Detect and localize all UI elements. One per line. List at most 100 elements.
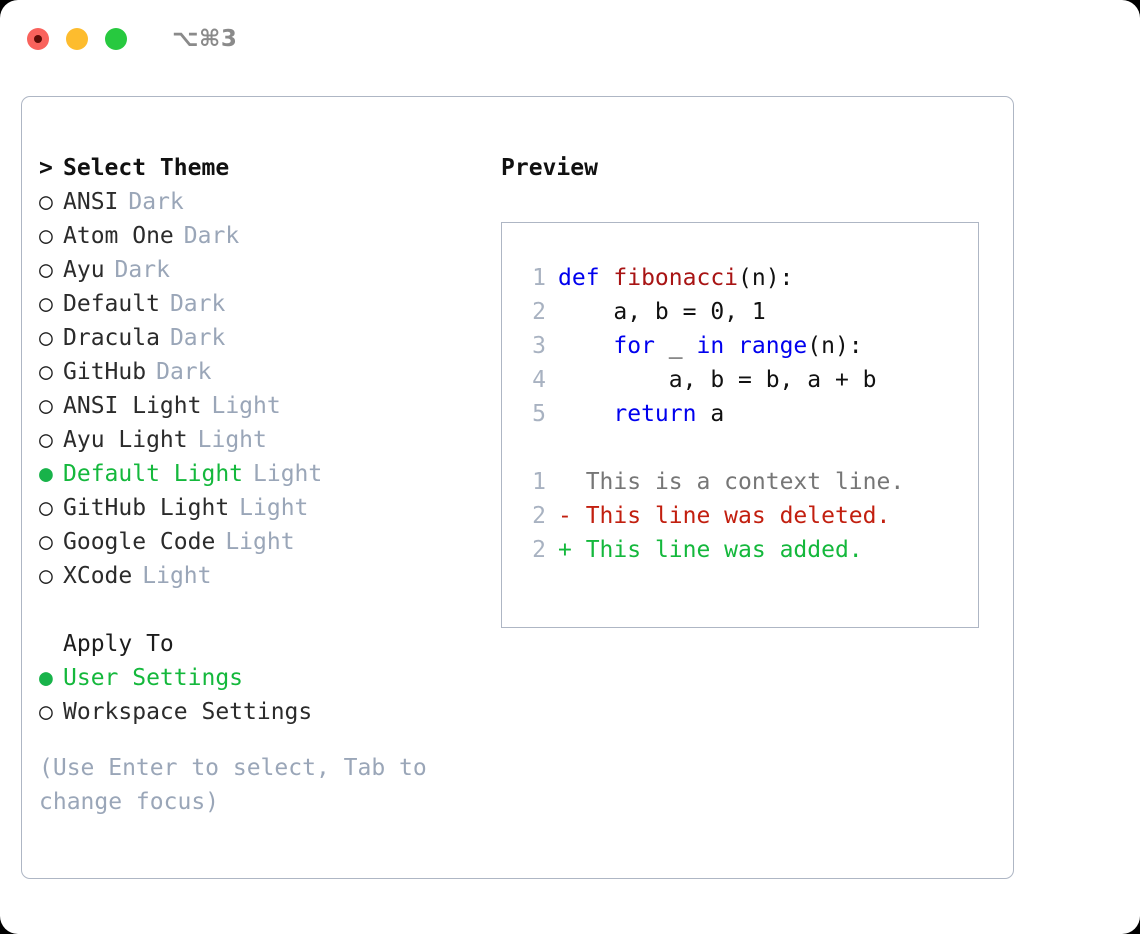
code-line-number: 2: [532, 299, 546, 325]
theme-variant-label: Light: [253, 461, 323, 487]
code-token-plain: a, b = 0, 1: [558, 299, 766, 325]
code-token-function: fibonacci: [613, 265, 739, 291]
radio-unselected-icon: ○: [39, 495, 53, 521]
theme-name-label: Dracula: [63, 325, 160, 351]
diff-line-text: This is a context line.: [571, 469, 905, 495]
code-token-plain: (n):: [807, 333, 863, 359]
apply-to-header: Apply To: [39, 627, 489, 661]
theme-variant-label: Light: [197, 427, 267, 453]
diff-line-number: 1: [532, 469, 546, 495]
theme-name-label: Atom One: [63, 223, 174, 249]
theme-name-label: Ayu: [63, 257, 105, 283]
code-line: 3 for _ in range(n):: [516, 329, 978, 363]
theme-name-label: GitHub Light: [63, 495, 230, 521]
window-controls: [27, 28, 127, 50]
diff-line-text: This line was deleted.: [571, 503, 891, 529]
theme-variant-label: Dark: [114, 257, 170, 283]
diff-line: 2- This line was deleted.: [516, 499, 978, 533]
code-line-number: 3: [532, 333, 546, 359]
code-token-plain: _: [654, 333, 697, 359]
code-token-plain: a, b = b, a + b: [558, 367, 877, 393]
preview-title: Preview: [501, 155, 598, 181]
theme-list-item[interactable]: ○ Ayu Dark: [39, 253, 489, 287]
code-line-content: a, b = b, a + b: [558, 363, 877, 397]
diff-marker: -: [558, 503, 572, 529]
diff-line-number: 2: [532, 503, 546, 529]
code-line-content: def fibonacci(n):: [558, 261, 793, 295]
theme-name-label: ANSI: [63, 189, 119, 215]
code-line-content: for _ in range(n):: [558, 329, 863, 363]
code-token-keyword: return: [613, 401, 697, 427]
theme-name-label: XCode: [63, 563, 133, 589]
code-token-plain: a: [696, 401, 725, 427]
theme-name-label: Ayu Light: [63, 427, 188, 453]
theme-list-item[interactable]: ○ GitHub Light Light: [39, 491, 489, 525]
radio-unselected-icon: ○: [39, 291, 53, 317]
code-token-plain: [558, 333, 613, 359]
code-line: 2 a, b = 0, 1: [516, 295, 978, 329]
code-token-keyword: in range: [696, 333, 808, 359]
code-token-plain: [558, 401, 613, 427]
theme-name-label: GitHub: [63, 359, 147, 385]
theme-variant-label: Dark: [169, 325, 226, 351]
theme-variant-label: Light: [211, 393, 281, 419]
close-button-icon[interactable]: [27, 28, 49, 50]
radio-unselected-icon: ○: [39, 359, 53, 385]
theme-name-label: Google Code: [63, 529, 216, 555]
theme-variant-label: Light: [142, 563, 212, 589]
apply-to-item-label: User Settings: [63, 665, 244, 691]
code-token-plain: (n):: [738, 265, 794, 291]
radio-unselected-icon: ○: [39, 563, 53, 589]
radio-unselected-icon: ○: [39, 257, 53, 283]
theme-list-item[interactable]: ○ Dracula Dark: [39, 321, 489, 355]
theme-list-item[interactable]: ○ XCode Light: [39, 559, 489, 593]
theme-variant-label: Dark: [183, 223, 240, 249]
theme-name-label: Default Light: [63, 461, 244, 487]
radio-unselected-icon: ○: [39, 427, 53, 453]
code-diff-gap: [516, 431, 978, 465]
code-line-content: a, b = 0, 1: [558, 295, 766, 329]
apply-to-item[interactable]: ○ Workspace Settings: [39, 695, 489, 729]
radio-unselected-icon: ○: [39, 393, 53, 419]
code-line: 4 a, b = b, a + b: [516, 363, 978, 397]
apply-to-list: ● User Settings ○ Workspace Settings: [39, 661, 489, 729]
theme-variant-label: Light: [239, 495, 309, 521]
theme-list-item[interactable]: ○ Ayu Light Light: [39, 423, 489, 457]
radio-unselected-icon: ○: [39, 189, 53, 215]
diff-line: 1 This is a context line.: [516, 465, 978, 499]
radio-unselected-icon: ○: [39, 325, 53, 351]
theme-list-item[interactable]: ○ GitHub Dark: [39, 355, 489, 389]
prompt-caret-icon: >: [39, 155, 53, 181]
select-theme-label: Select Theme: [63, 155, 230, 181]
radio-unselected-icon: ○: [39, 699, 53, 725]
theme-variant-label: Dark: [156, 359, 212, 385]
theme-name-label: ANSI Light: [63, 393, 202, 419]
diff-line-number: 2: [532, 537, 546, 563]
radio-selected-icon: ●: [39, 665, 53, 691]
zoom-button-icon[interactable]: [105, 28, 127, 50]
diff-sample: 1 This is a context line.2- This line wa…: [516, 465, 978, 567]
minimize-button-icon[interactable]: [66, 28, 88, 50]
keyboard-shortcut-label: ⌥⌘3: [172, 26, 238, 52]
theme-list-item[interactable]: ○ ANSI Light Light: [39, 389, 489, 423]
close-inner-dot: [34, 35, 42, 43]
apply-to-item[interactable]: ● User Settings: [39, 661, 489, 695]
diff-marker: [558, 465, 572, 499]
code-line: 5 return a: [516, 397, 978, 431]
code-line-number: 5: [532, 401, 546, 427]
list-spacer: [39, 593, 489, 627]
theme-variant-label: Dark: [169, 291, 226, 317]
apply-to-item-label: Workspace Settings: [63, 699, 313, 725]
select-theme-header: > Select Theme: [39, 151, 489, 185]
title-bar: ⌥⌘3: [0, 0, 1140, 78]
